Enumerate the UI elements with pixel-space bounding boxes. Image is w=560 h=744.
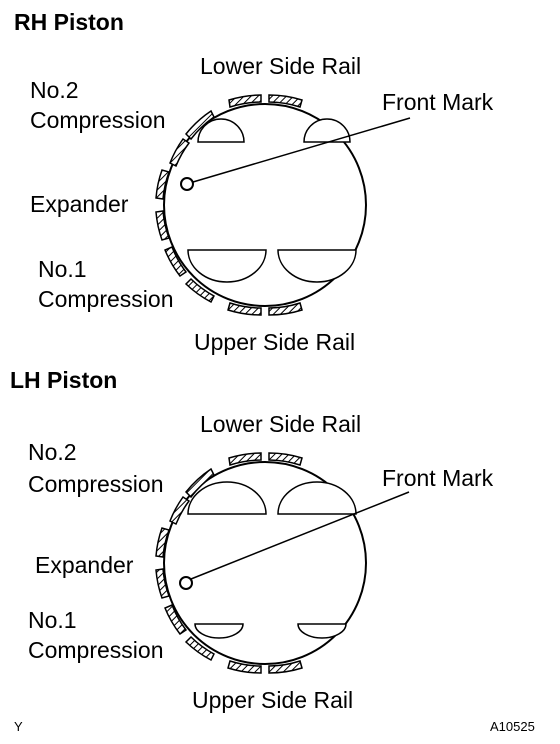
- rh-no1-compression-gap-b: [184, 277, 215, 304]
- lh-upper-side-rail-gap-right: [268, 660, 303, 674]
- rh-upper-side-rail-gap-left: [227, 302, 262, 316]
- lh-lower-side-rail-gap-left: [228, 452, 262, 466]
- lh-front-mark-dot: [179, 576, 193, 590]
- lh-upper-side-rail-label: Upper Side Rail: [192, 687, 353, 713]
- rh-upper-side-rail-label: Upper Side Rail: [194, 329, 355, 355]
- footer-left-code: Y: [14, 719, 23, 734]
- lh-no1-compression-gap-b: [184, 635, 215, 662]
- lh-no1-label-line2: Compression: [28, 637, 164, 663]
- rh-no1-compression-gap-a: [164, 246, 188, 278]
- lh-valve-relief-top-left: [187, 481, 267, 515]
- lh-no2-label-line1: No.2: [28, 439, 77, 465]
- rh-no2-compression-gap-a: [184, 109, 215, 141]
- rh-no2-label-line2: Compression: [30, 107, 166, 133]
- lh-front-mark-leader: [190, 491, 410, 580]
- lh-piston-title: LH Piston: [10, 367, 117, 393]
- lh-front-mark-label: Front Mark: [382, 465, 494, 491]
- rh-ring-gaps: [155, 94, 303, 316]
- rh-piston: RH Piston Lower Side Rail No.2: [14, 9, 494, 355]
- lh-lower-side-rail-label: Lower Side Rail: [200, 411, 361, 437]
- rh-front-mark-label: Front Mark: [382, 89, 494, 115]
- lh-valve-relief-bottom-right: [297, 623, 347, 639]
- rh-no2-label-line1: No.2: [30, 77, 79, 103]
- lh-ring-gaps: [155, 452, 303, 674]
- rh-no1-label-line1: No.1: [38, 256, 87, 282]
- rh-piston-title: RH Piston: [14, 9, 124, 35]
- lh-valve-relief-top-right: [277, 481, 357, 515]
- lh-expander-gap-bottom: [155, 568, 170, 599]
- rh-no1-label-line2: Compression: [38, 286, 174, 312]
- lh-expander-gap-top: [155, 527, 170, 558]
- lh-valve-relief-bottom-left: [194, 623, 244, 639]
- rh-valve-relief-top-left: [197, 118, 245, 143]
- lh-no2-compression-gap-b: [169, 495, 191, 526]
- rh-expander-gap-top: [155, 169, 170, 200]
- lh-upper-side-rail-gap-left: [227, 660, 262, 674]
- lh-no1-compression-gap-a: [164, 604, 188, 636]
- rh-lower-side-rail-gap-left: [228, 94, 262, 108]
- rh-upper-side-rail-gap-right: [268, 302, 303, 316]
- rh-expander-gap-bottom: [155, 210, 170, 241]
- rh-valve-relief-bottom-right: [277, 249, 357, 283]
- rh-front-mark-dot: [180, 177, 194, 191]
- rh-front-mark-leader: [192, 117, 411, 183]
- rh-valve-reliefs: [187, 118, 357, 283]
- lh-expander-label: Expander: [35, 552, 134, 578]
- rh-expander-label: Expander: [30, 191, 129, 217]
- footer-figure-code: A10525: [490, 719, 535, 734]
- lh-valve-reliefs: [187, 481, 357, 639]
- lh-piston: LH Piston Lower Side Rail No.2 Compressi…: [10, 367, 494, 713]
- lh-no2-compression-gap-a: [184, 467, 215, 499]
- rh-lower-side-rail-gap-right: [268, 94, 303, 108]
- lh-lower-side-rail-gap-right: [268, 452, 303, 466]
- lh-no2-label-line2: Compression: [28, 471, 164, 497]
- rh-no2-compression-gap-b: [169, 137, 191, 168]
- rh-lower-side-rail-label: Lower Side Rail: [200, 53, 361, 79]
- rh-valve-relief-bottom-left: [187, 249, 267, 283]
- lh-no1-label-line1: No.1: [28, 607, 77, 633]
